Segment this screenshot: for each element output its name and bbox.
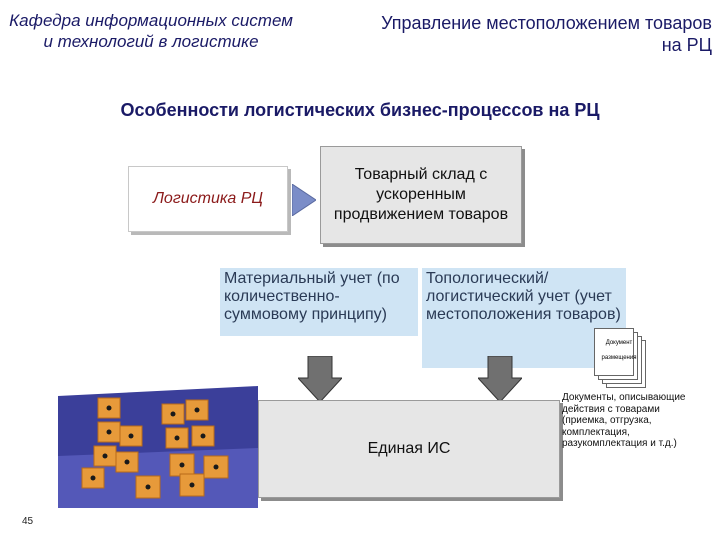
unified-is-label: Единая ИС	[367, 440, 451, 457]
department-title: Кафедра информационных систем и технолог…	[9, 11, 293, 51]
doc-stack-line2: размещения	[601, 355, 637, 361]
warehouse-box: Товарный склад с ускоренным продвижением…	[320, 146, 522, 244]
logistics-box: Логистика РЦ	[128, 166, 288, 232]
slide-subtitle: Особенности логистических бизнес-процесс…	[120, 100, 600, 120]
warehouse-label: Товарный склад с ускоренным продвижением…	[333, 166, 509, 223]
unified-is-box: Единая ИС	[258, 400, 560, 498]
topological-accounting-box: Топологический/ логистический учет (учет…	[422, 268, 626, 368]
page-number: 45	[22, 516, 34, 527]
right-arrow-icon	[292, 184, 316, 216]
document-icon	[594, 328, 634, 376]
material-accounting-box: Материальный учет (по количественно-сумм…	[220, 268, 418, 336]
logistics-label: Логистика РЦ	[152, 190, 264, 207]
down-arrow-icon	[478, 356, 522, 402]
topological-accounting-label: Топологический/ логистический учет (учет…	[426, 270, 621, 323]
down-arrow-icon	[298, 356, 342, 402]
material-accounting-label: Материальный учет (по количественно-сумм…	[224, 270, 400, 323]
documents-caption: Документы, описывающие действия с товара…	[562, 392, 686, 449]
slide-topic: Управление местоположением товаров на РЦ	[381, 13, 712, 55]
warehouse-boxes-illustration	[58, 386, 258, 508]
doc-stack-line1: Документ	[605, 340, 633, 346]
